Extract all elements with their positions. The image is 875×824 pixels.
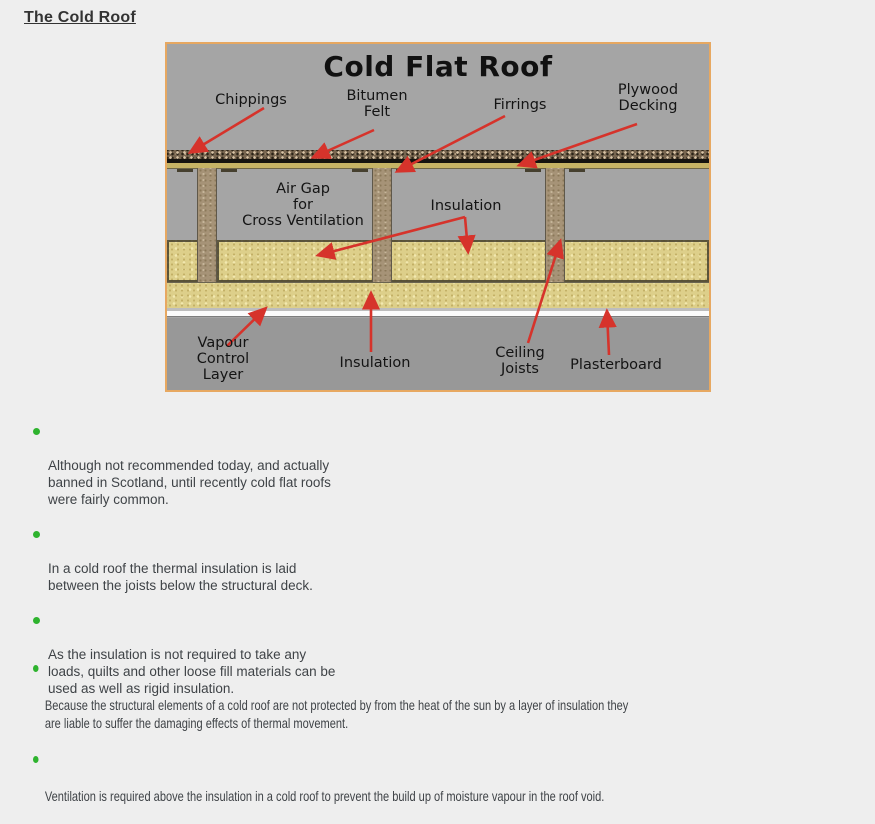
insulation-slab bbox=[167, 282, 709, 308]
vapour-control-line bbox=[167, 308, 709, 311]
label-insulation-top: Insulation bbox=[430, 198, 502, 214]
firring-strip bbox=[221, 169, 237, 172]
insulation-bay bbox=[390, 240, 547, 282]
label-air-gap: Air Gap for Cross Ventilation bbox=[242, 181, 364, 229]
bullet-item: As the insulation is not required to tak… bbox=[33, 612, 453, 697]
page-title: The Cold Roof bbox=[24, 9, 136, 26]
layer-plasterboard bbox=[167, 311, 709, 317]
bullet-text: Although not recommended today, and actu… bbox=[48, 458, 331, 507]
ceiling-joist bbox=[545, 168, 565, 282]
bullet-dot-icon bbox=[33, 665, 39, 672]
bullet-dot-icon bbox=[33, 756, 39, 763]
firring-strip bbox=[352, 169, 368, 172]
label-plywood-decking: Plywood Decking bbox=[617, 82, 679, 114]
bullet-text: Because the structural elements of a col… bbox=[44, 697, 629, 731]
layer-plywood-decking bbox=[167, 163, 709, 169]
bullet-text: As the insulation is not required to tak… bbox=[48, 647, 336, 696]
label-vapour-control-layer: Vapour Control Layer bbox=[196, 335, 250, 383]
diagram-title: Cold Flat Roof bbox=[323, 50, 553, 83]
firring-strip bbox=[396, 169, 412, 172]
label-bitumen-felt: Bitumen Felt bbox=[346, 88, 408, 120]
arrow-chippings bbox=[187, 106, 265, 155]
label-firrings: Firrings bbox=[493, 97, 547, 113]
bullet-list-main: Although not recommended today, and actu… bbox=[33, 423, 453, 715]
layer-chippings bbox=[167, 150, 709, 159]
ceiling-joist bbox=[197, 168, 217, 282]
bullet-dot-icon bbox=[33, 428, 40, 435]
bullet-list-wide: Because the structural elements of a col… bbox=[33, 660, 847, 824]
bullet-item: Because the structural elements of a col… bbox=[33, 660, 847, 732]
bullet-dot-icon bbox=[33, 531, 40, 538]
ceiling-joist bbox=[372, 168, 392, 282]
page-root: The Cold Roof bbox=[24, 9, 711, 804]
insulation-bay bbox=[563, 240, 709, 282]
bullet-text: Ventilation is required above the insula… bbox=[44, 788, 605, 804]
bullet-text: In a cold roof the thermal insulation is… bbox=[48, 561, 313, 593]
bullet-dot-icon bbox=[33, 617, 40, 624]
bullet-item: Although not recommended today, and actu… bbox=[33, 423, 453, 508]
firring-strip bbox=[525, 169, 541, 172]
label-chippings: Chippings bbox=[215, 92, 287, 108]
firring-strip bbox=[177, 169, 193, 172]
label-ceiling-joists: Ceiling Joists bbox=[495, 345, 545, 377]
bullet-item: Ventilation is required above the insula… bbox=[33, 751, 847, 805]
insulation-bay bbox=[217, 240, 374, 282]
firring-strip bbox=[569, 169, 585, 172]
label-plasterboard: Plasterboard bbox=[570, 357, 662, 373]
label-insulation-bottom: Insulation bbox=[339, 355, 411, 371]
insulation-bay bbox=[167, 240, 199, 282]
bullet-item: In a cold roof the thermal insulation is… bbox=[33, 526, 453, 594]
cold-flat-roof-diagram: Cold Flat Roof Chippings Bitumen Felt Fi… bbox=[165, 42, 711, 392]
